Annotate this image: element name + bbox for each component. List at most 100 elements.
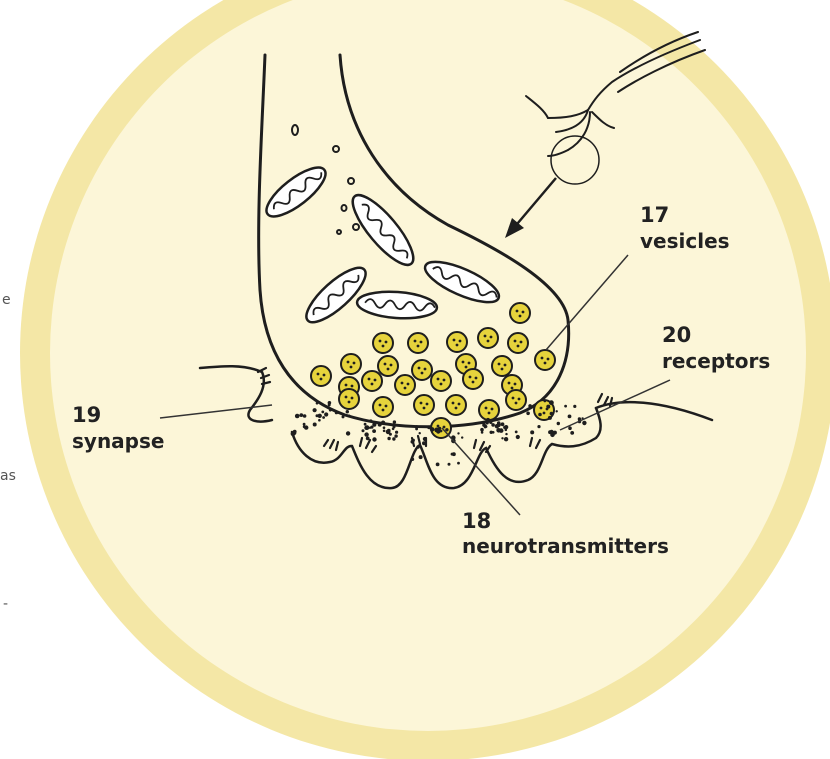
label-synapse-number: 19 — [72, 403, 101, 427]
neurotransmitter-dot — [299, 413, 303, 417]
vesicle — [447, 332, 467, 352]
neurotransmitter-dot — [369, 419, 372, 422]
neurotransmitter-dot — [501, 437, 503, 439]
neurotransmitter-dot — [486, 421, 489, 424]
neurotransmitter-dot — [395, 431, 398, 434]
neurotransmitter-dot — [505, 433, 507, 435]
neurotransmitter-dot — [438, 427, 441, 430]
neurotransmitter-dot — [324, 412, 328, 416]
neurotransmitter-dot — [346, 410, 349, 413]
neurotransmitter-dot — [573, 405, 576, 408]
neurotransmitter-dot — [394, 434, 397, 437]
neurotransmitter-dot — [346, 431, 350, 435]
label-neurotransmitters-text: neurotransmitters — [462, 534, 669, 558]
vesicle — [506, 390, 526, 410]
neurotransmitter-dot — [342, 415, 345, 418]
neurotransmitter-dot — [504, 425, 508, 429]
neurotransmitter-dot — [448, 463, 451, 466]
neurotransmitter-dot — [530, 430, 534, 434]
neurotransmitter-dot — [415, 428, 418, 431]
vesicle — [508, 333, 528, 353]
neurotransmitter-dot — [451, 453, 454, 456]
neurotransmitter-dot — [583, 422, 586, 425]
neurotransmitter-dot — [419, 455, 423, 459]
vesicle — [478, 328, 498, 348]
neurotransmitter-dot — [568, 415, 572, 419]
neurotransmitter-dot — [491, 423, 495, 427]
label-neurotransmitters-number: 18 — [462, 509, 491, 533]
label-receptors-number: 20 — [662, 323, 691, 347]
vesicle — [362, 371, 382, 391]
neurotransmitter-dot — [546, 405, 550, 409]
vesicle — [339, 389, 359, 409]
neurotransmitter-dot — [383, 430, 386, 433]
neurotransmitter-dot — [335, 411, 338, 414]
vesicle — [463, 369, 483, 389]
neurotransmitter-dot — [528, 404, 532, 408]
neurotransmitter-dot — [321, 411, 324, 414]
neurotransmitter-dot — [348, 415, 351, 418]
neurotransmitter-dot — [550, 412, 554, 416]
neurotransmitter-dot — [362, 429, 365, 432]
neurotransmitter-dot — [480, 428, 484, 432]
neurotransmitter-dot — [392, 437, 395, 440]
vesicle — [408, 333, 428, 353]
neurotransmitter-dot — [436, 463, 440, 467]
neurotransmitter-dot — [516, 435, 520, 439]
neurotransmitter-dot — [389, 433, 392, 436]
neurotransmitter-dot — [570, 431, 574, 435]
vesicle — [431, 371, 451, 391]
neurotransmitter-dot — [387, 437, 390, 440]
neurotransmitter-dot — [313, 423, 317, 427]
vesicle — [510, 303, 530, 323]
neurotransmitter-dot — [393, 420, 396, 423]
vesicle — [341, 354, 361, 374]
vesicle — [414, 395, 434, 415]
vesicle — [492, 356, 512, 376]
neurotransmitter-dot — [538, 413, 542, 417]
neurotransmitter-dot — [316, 402, 319, 405]
neurotransmitter-dot — [490, 431, 493, 434]
neurotransmitter-dot — [293, 432, 296, 435]
neurotransmitter-dot — [295, 414, 300, 419]
neurotransmitter-dot — [556, 410, 558, 412]
neurotransmitter-dot — [548, 416, 552, 420]
neurotransmitter-dot — [313, 408, 317, 412]
neurotransmitter-dot — [372, 437, 376, 441]
neurotransmitter-dot — [489, 421, 492, 424]
neurotransmitter-dot — [318, 419, 321, 422]
label-vesicles-number: 17 — [640, 203, 669, 227]
neurotransmitter-dot — [457, 432, 459, 434]
neurotransmitter-dot — [365, 425, 370, 430]
neurotransmitter-dot — [568, 426, 572, 430]
neurotransmitter-dot — [457, 462, 460, 465]
label-vesicles-text: vesicles — [640, 229, 730, 253]
neurotransmitter-dot — [496, 428, 501, 433]
neurotransmitter-dot — [372, 429, 376, 433]
neurotransmitter-dot — [526, 412, 530, 416]
vesicle — [373, 397, 393, 417]
neurotransmitter-dot — [303, 423, 306, 426]
neurotransmitter-dot — [316, 414, 319, 417]
neurotransmitter-dot — [393, 425, 396, 428]
neurotransmitter-dot — [548, 430, 552, 434]
neurotransmitter-dot — [504, 437, 508, 441]
neurotransmitter-dot — [303, 414, 307, 418]
neurotransmitter-dot — [515, 431, 518, 434]
neurotransmitter-dot — [537, 425, 540, 428]
neurotransmitter-dot — [304, 425, 308, 429]
neurotransmitter-dot — [411, 458, 414, 461]
neurotransmitter-dot — [501, 422, 505, 426]
neurotransmitter-dot — [329, 409, 332, 412]
neurotransmitter-dot — [544, 400, 547, 403]
neurotransmitter-dot — [419, 432, 421, 434]
vesicle — [479, 400, 499, 420]
vesicle — [412, 360, 432, 380]
neurotransmitter-dot — [370, 426, 373, 429]
neurotransmitter-dot — [485, 425, 488, 428]
neurotransmitter-dot — [557, 422, 560, 425]
neurotransmitter-dot — [481, 431, 484, 434]
neurotransmitter-dot — [383, 426, 386, 429]
neurotransmitter-dot — [427, 425, 431, 429]
